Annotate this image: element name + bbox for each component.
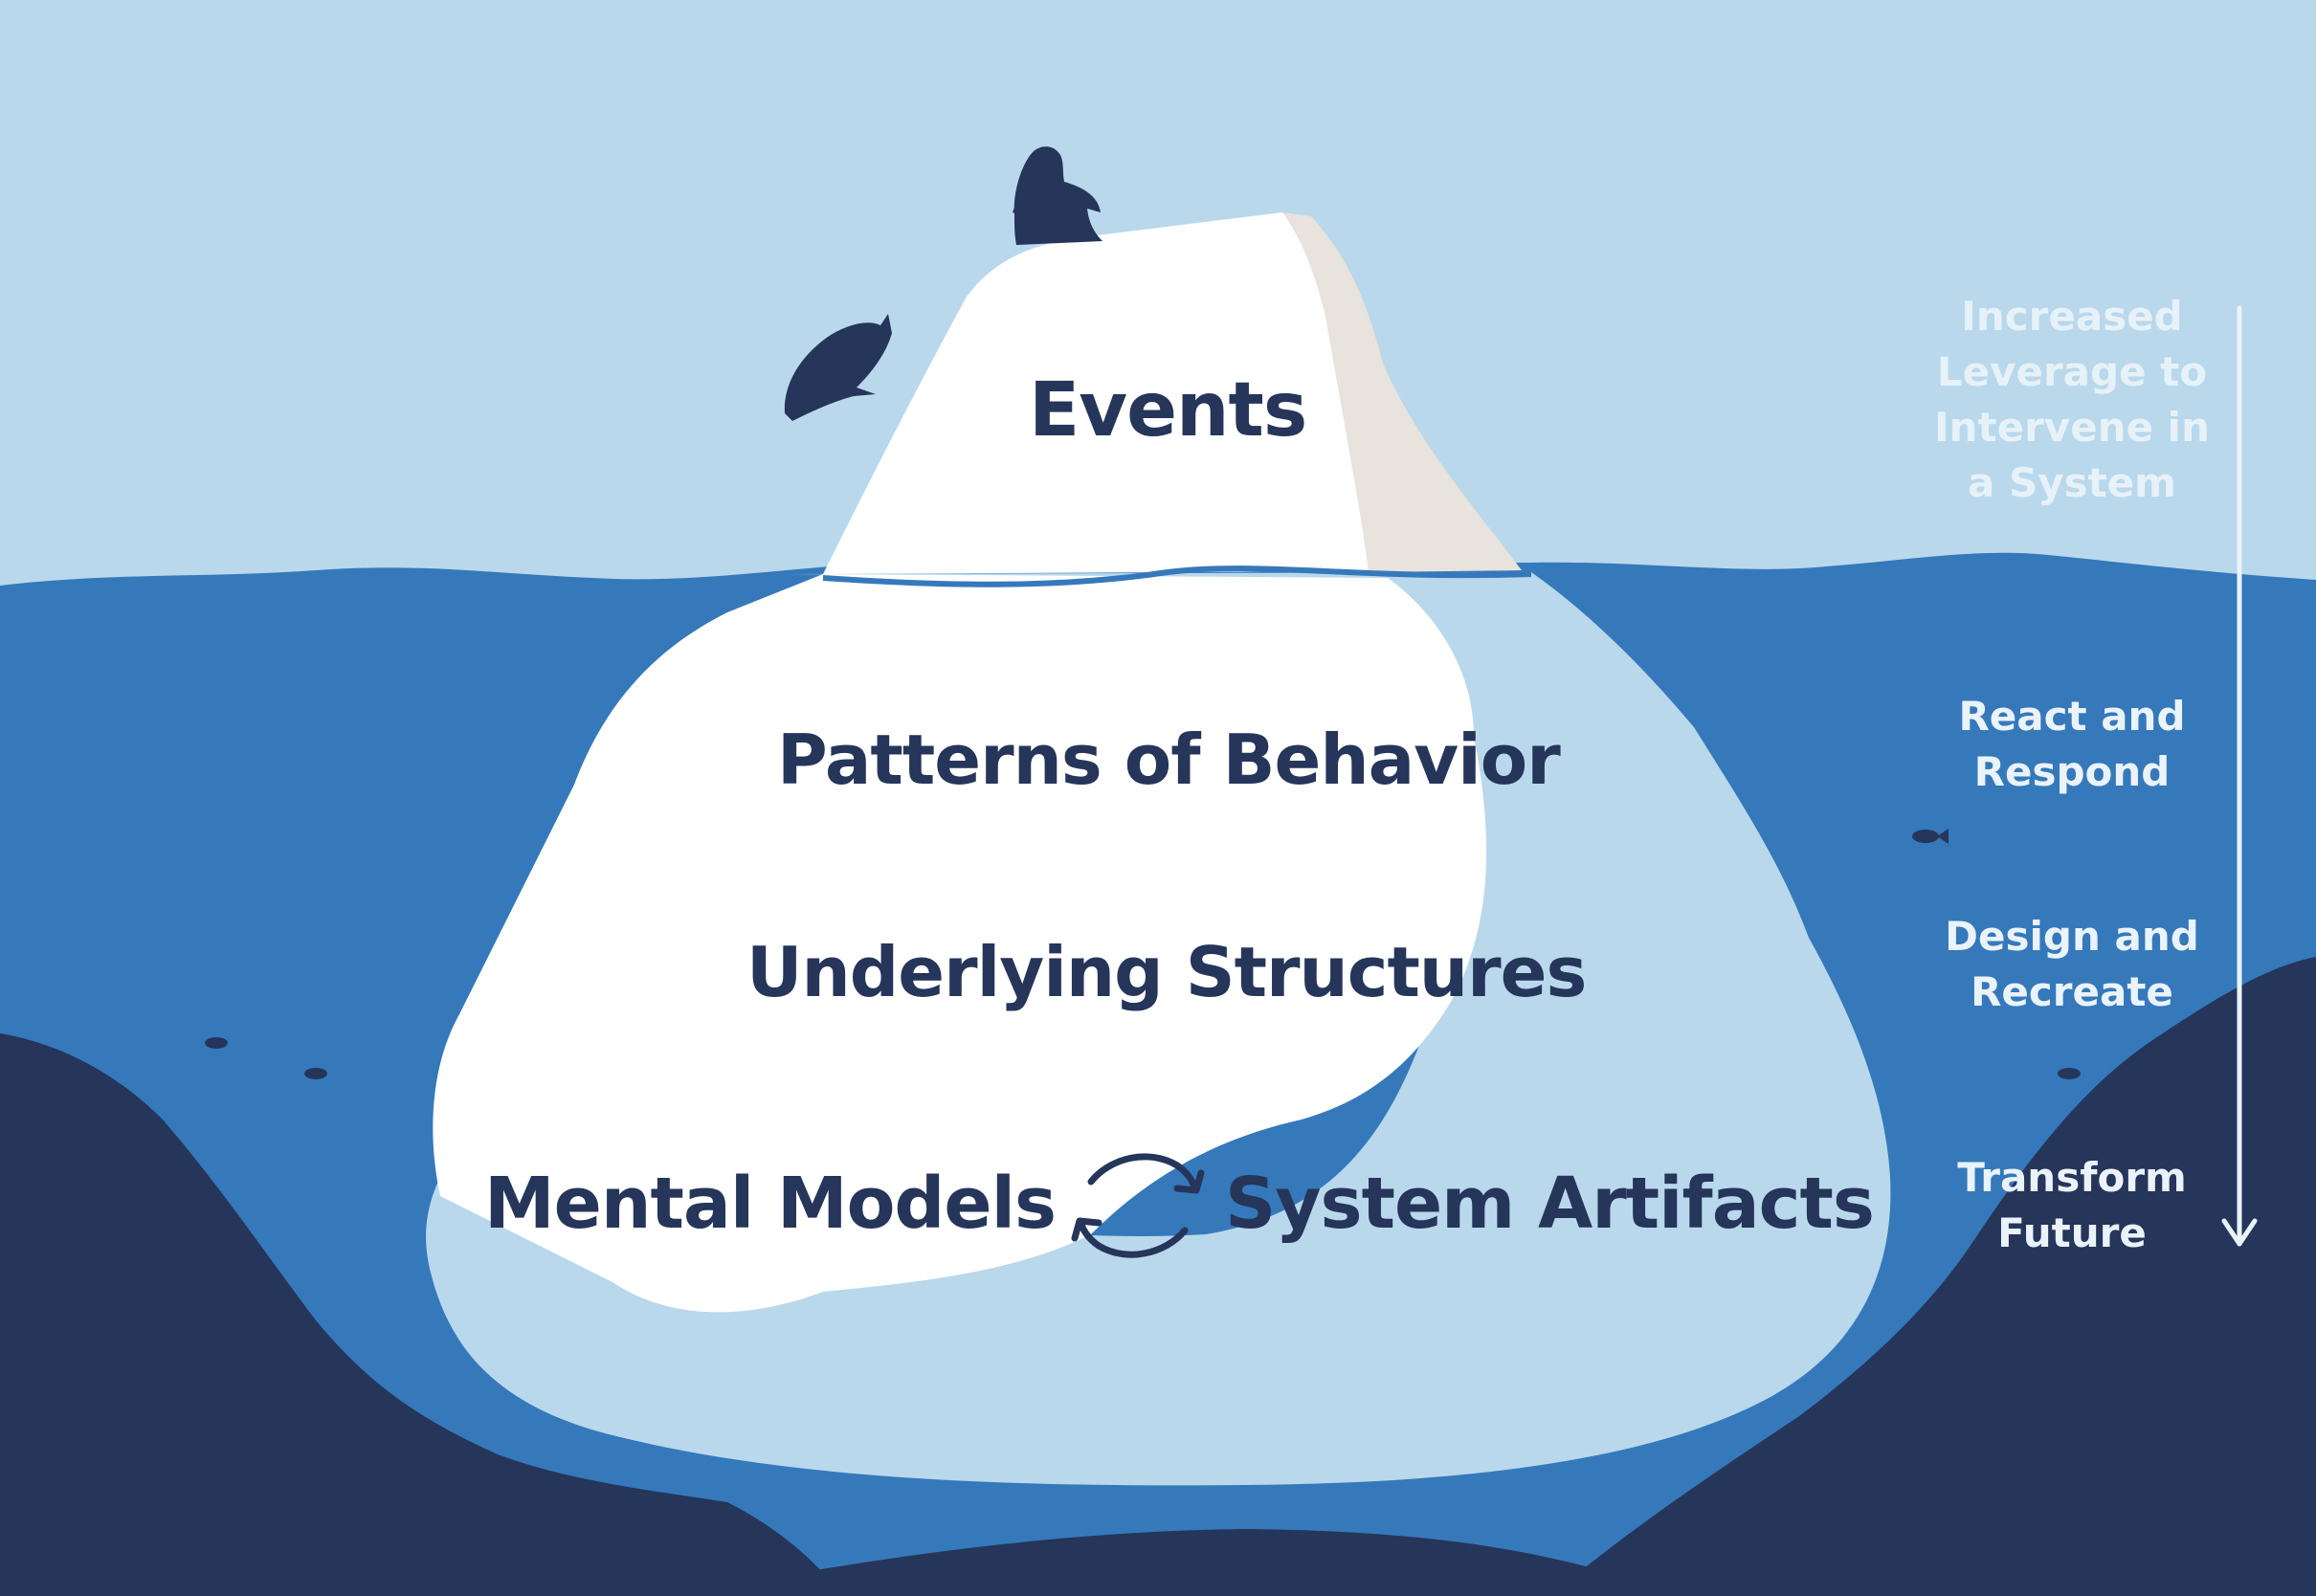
penguin-icon — [1013, 146, 1102, 245]
cycle-arrows-icon — [1071, 1153, 1205, 1258]
leverage-step-line: Respond — [1973, 748, 2171, 795]
level-underlying-structures: Underlying Structures — [746, 932, 1587, 1012]
leverage-step-design: Design and Recreate — [1928, 909, 2216, 1020]
leverage-step-line: Recreate — [1971, 968, 2173, 1015]
level-mental-models: Mental Models — [484, 1163, 1057, 1245]
down-arrow-icon — [2221, 305, 2258, 1247]
leverage-header-line: a System — [1968, 459, 2176, 506]
leverage-header-line: Intervene in — [1934, 404, 2210, 451]
leverage-header-line: Leverage to — [1936, 348, 2208, 395]
leverage-step-transform: Transform Future — [1928, 1150, 2216, 1261]
level-patterns-of-behavior: Patterns of Behavior — [777, 720, 1561, 800]
iceberg-underwater-body — [433, 574, 1487, 1313]
seafloor-rocks — [0, 957, 2316, 1596]
waterline — [822, 565, 1532, 587]
leverage-step-line: Transform — [1957, 1154, 2187, 1201]
diving-penguin-icon — [784, 314, 892, 421]
level-events: Events — [1029, 367, 1307, 454]
fish-icon — [205, 829, 2081, 1079]
iceberg-tip-shade — [1282, 212, 1522, 572]
level-system-artifacts: System Artifacts — [1225, 1163, 1875, 1245]
leverage-step-react: React and Respond — [1928, 689, 2216, 800]
leverage-step-line: React and — [1958, 693, 2186, 740]
leverage-header: Increased Leverage to Intervene in a Sys… — [1928, 289, 2216, 511]
leverage-step-line: Future — [1997, 1209, 2147, 1256]
leverage-step-line: Design and — [1945, 913, 2199, 960]
leverage-header-line: Increased — [1961, 293, 2183, 340]
